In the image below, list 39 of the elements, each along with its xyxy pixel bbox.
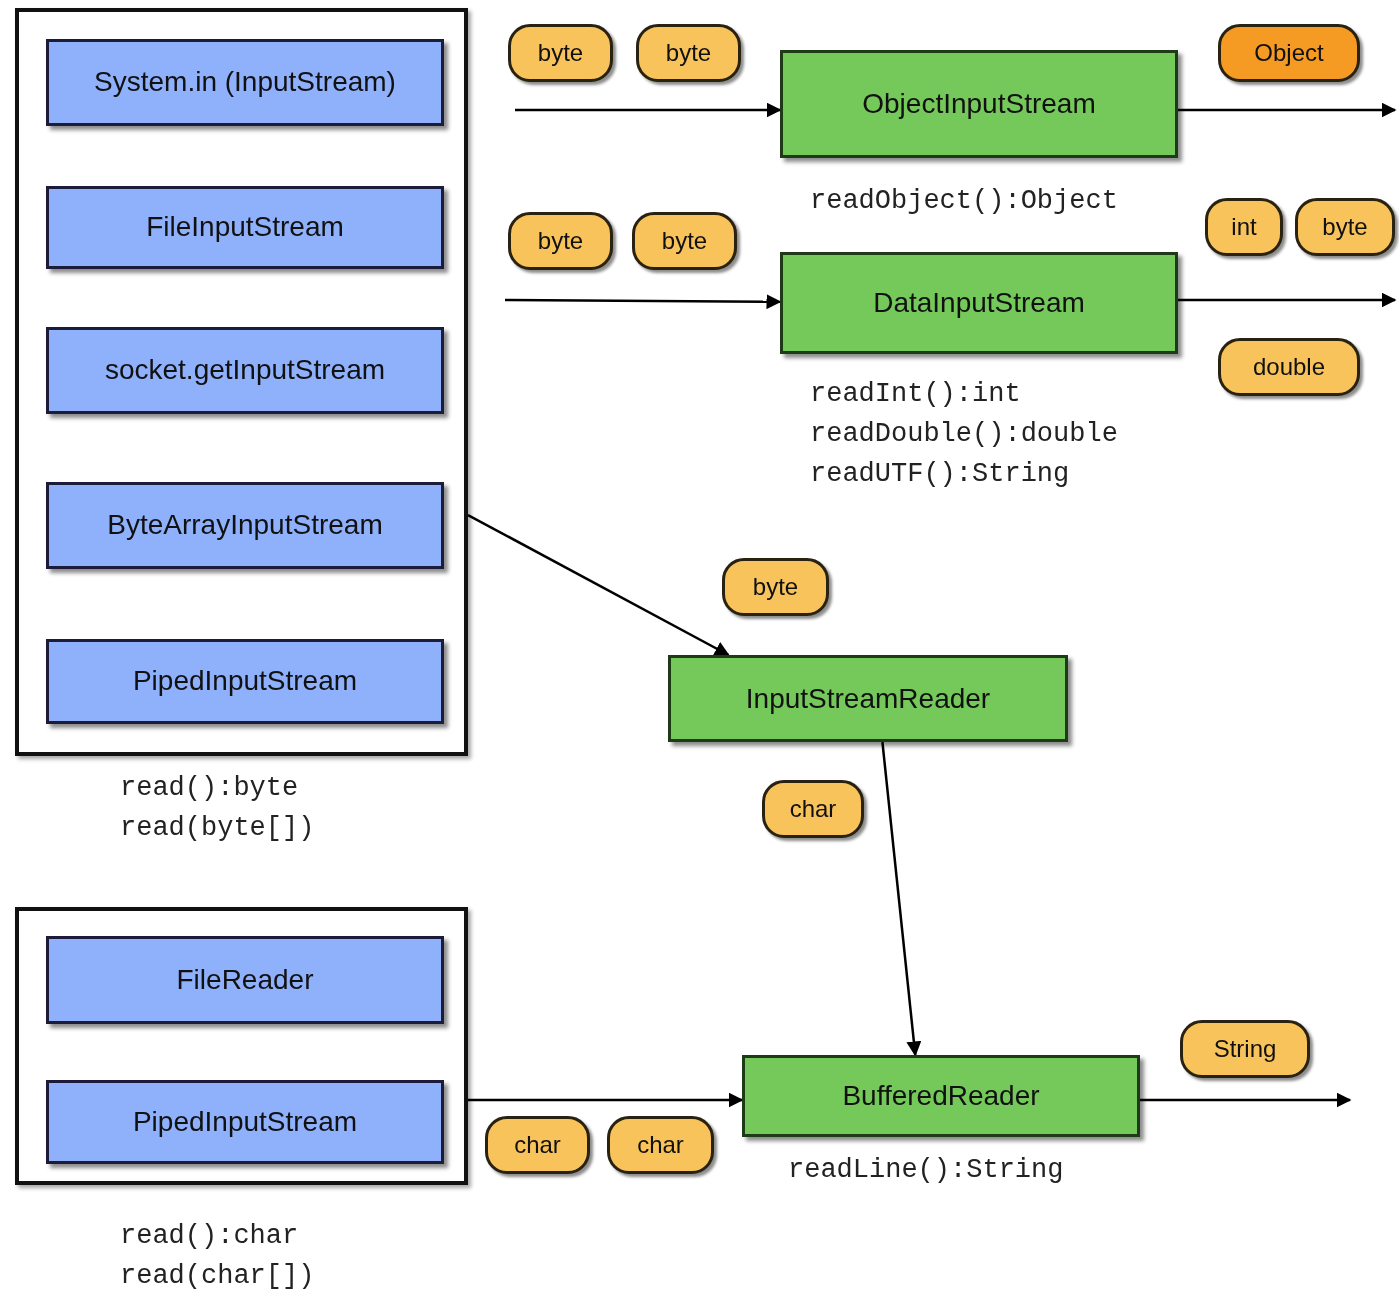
arrow — [467, 513, 730, 657]
arrow — [468, 1092, 744, 1108]
group-frame — [15, 8, 468, 756]
class-box: FileReader — [46, 936, 444, 1024]
type-pill: char — [762, 780, 864, 838]
stream-box: BufferedReader — [742, 1055, 1140, 1137]
arrow — [881, 741, 922, 1057]
type-pill: byte — [632, 212, 737, 270]
method-signature: readInt():int readDouble():double readUTF():String — [810, 378, 1118, 491]
stream-box: InputStreamReader — [668, 655, 1068, 742]
class-box: ByteArrayInputStream — [46, 482, 444, 569]
stream-box: DataInputStream — [780, 252, 1178, 354]
type-pill: String — [1180, 1020, 1310, 1078]
type-pill: char — [485, 1116, 590, 1174]
type-pill: byte — [508, 24, 613, 82]
type-pill: byte — [508, 212, 613, 270]
type-pill: byte — [1295, 198, 1395, 256]
arrow — [505, 294, 782, 310]
method-signature: read():byte read(byte[]) — [120, 772, 315, 845]
type-pill: byte — [722, 558, 829, 616]
type-pill: byte — [636, 24, 741, 82]
group-frame — [15, 907, 468, 1185]
type-pill: Object — [1218, 24, 1360, 82]
stream-box: ObjectInputStream — [780, 50, 1178, 158]
arrow — [1178, 102, 1397, 118]
type-pill: char — [607, 1116, 714, 1174]
arrow — [515, 102, 782, 118]
class-box: PipedInputStream — [46, 1080, 444, 1164]
class-box: socket.getInputStream — [46, 327, 444, 414]
type-pill: double — [1218, 338, 1360, 396]
method-signature: read():char read(char[]) — [120, 1220, 315, 1293]
class-box: System.in (InputStream) — [46, 39, 444, 126]
type-pill: int — [1205, 198, 1283, 256]
method-signature: readObject():Object — [810, 185, 1118, 218]
method-signature: readLine():String — [788, 1154, 1064, 1187]
class-box: PipedInputStream — [46, 639, 444, 724]
class-box: FileInputStream — [46, 186, 444, 269]
arrow — [1178, 292, 1397, 308]
arrow — [1140, 1092, 1352, 1108]
